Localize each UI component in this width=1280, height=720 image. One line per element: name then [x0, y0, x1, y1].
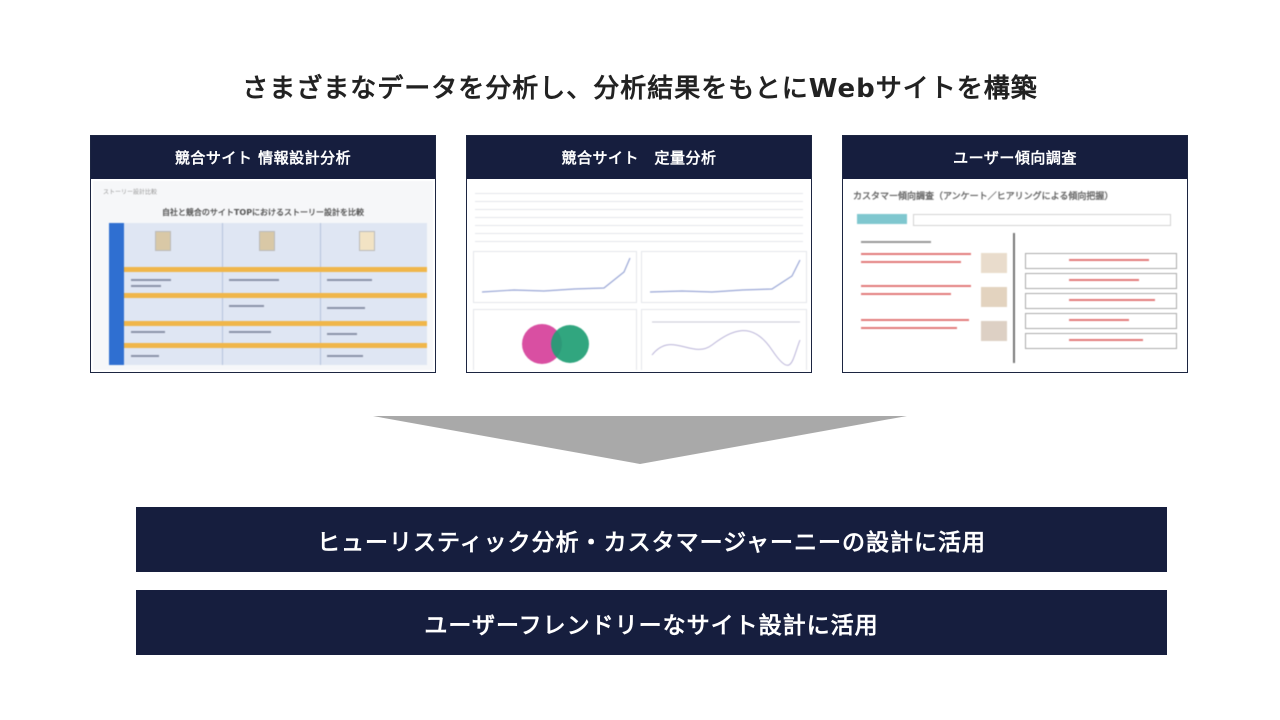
site-thumbnail: [155, 231, 171, 251]
card-competitor-ia-analysis: 競合サイト 情報設計分析 ストーリー設計比較 自社と競合のサイトTOPにおけるス…: [90, 135, 436, 373]
text-placeholder: [1069, 319, 1129, 321]
site-thumbnail: [359, 231, 375, 251]
table-row: [475, 201, 803, 202]
text-placeholder: [327, 333, 357, 335]
text-placeholder: [131, 355, 159, 357]
list-item: [1025, 313, 1177, 329]
venn-diagram-graphic: [522, 324, 589, 364]
text-placeholder: [861, 261, 961, 263]
wave-line-graphic: [651, 321, 801, 366]
table-highlight-row: [124, 321, 427, 326]
table-row: [475, 217, 803, 218]
text-placeholder: [861, 293, 951, 295]
table-row: [475, 225, 803, 226]
survey-left-panel: [855, 233, 1015, 363]
table-row: [475, 241, 803, 242]
text-placeholder: [229, 331, 271, 333]
card-competitor-quant-analysis: 競合サイト 定量分析: [466, 135, 812, 373]
table-row: [475, 209, 803, 210]
text-placeholder: [131, 285, 161, 287]
trend-panel: [473, 251, 637, 303]
table-row: [475, 193, 803, 194]
text-placeholder: [229, 279, 279, 281]
down-arrow-icon: [373, 416, 907, 464]
venn-panel: [473, 309, 637, 370]
thumbnail-tab-label: ストーリー設計比較: [103, 189, 158, 196]
text-placeholder: [229, 305, 264, 307]
thumbnail-survey-report: カスタマー傾向調査（アンケート／ヒアリングによる傾向把握）: [845, 181, 1185, 370]
table-highlight-row: [124, 293, 427, 298]
text-placeholder: [1069, 279, 1139, 281]
table-highlight-row: [124, 343, 427, 348]
table-highlight-row: [124, 267, 427, 272]
page-headline: さまざまなデータを分析し、分析結果をもとにWebサイトを構築: [242, 74, 1038, 104]
photo-thumbnail: [981, 287, 1007, 307]
result-band-heuristic: ヒューリスティック分析・カスタマージャーニーの設計に活用: [136, 507, 1167, 572]
list-item: [1025, 273, 1177, 289]
text-placeholder: [861, 327, 957, 329]
survey-tag: [857, 214, 907, 224]
wave-panel: [641, 309, 807, 370]
survey-right-panel: [1025, 243, 1177, 361]
table-row: [475, 233, 803, 234]
thumbnail-analytics-dashboard: [469, 181, 809, 370]
photo-thumbnail: [981, 321, 1007, 341]
text-placeholder: [861, 319, 969, 321]
result-band-user-friendly: ユーザーフレンドリーなサイト設計に活用: [136, 590, 1167, 655]
text-placeholder: [1069, 339, 1143, 341]
text-placeholder: [131, 331, 165, 333]
card-title: 競合サイト 情報設計分析: [91, 136, 435, 179]
text-placeholder: [861, 241, 931, 243]
list-item: [1025, 333, 1177, 349]
text-placeholder: [1069, 259, 1149, 261]
trend-line-graphic: [649, 259, 801, 293]
thumbnail-heading: カスタマー傾向調査（アンケート／ヒアリングによる傾向把握）: [853, 192, 1114, 202]
card-user-tendency-survey: ユーザー傾向調査 カスタマー傾向調査（アンケート／ヒアリングによる傾向把握）: [842, 135, 1188, 373]
comparison-table-graphic: [109, 223, 427, 365]
trend-panel: [641, 251, 807, 303]
list-item: [1025, 253, 1177, 269]
list-item: [1025, 293, 1177, 309]
text-placeholder: [327, 307, 365, 309]
text-placeholder: [327, 279, 372, 281]
thumbnail-ia-comparison: ストーリー設計比較 自社と競合のサイトTOPにおけるストーリー設計を比較: [93, 181, 433, 370]
survey-note-box: [913, 214, 1171, 226]
trend-line-graphic: [481, 257, 631, 293]
card-title: 競合サイト 定量分析: [467, 136, 811, 179]
text-placeholder: [1069, 299, 1155, 301]
site-thumbnail: [259, 231, 275, 251]
text-placeholder: [131, 279, 171, 281]
text-placeholder: [327, 355, 363, 357]
table-side-column: [109, 223, 124, 365]
photo-thumbnail: [981, 253, 1007, 273]
thumbnail-heading: 自社と競合のサイトTOPにおけるストーリー設計を比較: [161, 208, 365, 217]
text-placeholder: [861, 253, 971, 255]
card-title: ユーザー傾向調査: [843, 136, 1187, 179]
text-placeholder: [861, 285, 971, 287]
